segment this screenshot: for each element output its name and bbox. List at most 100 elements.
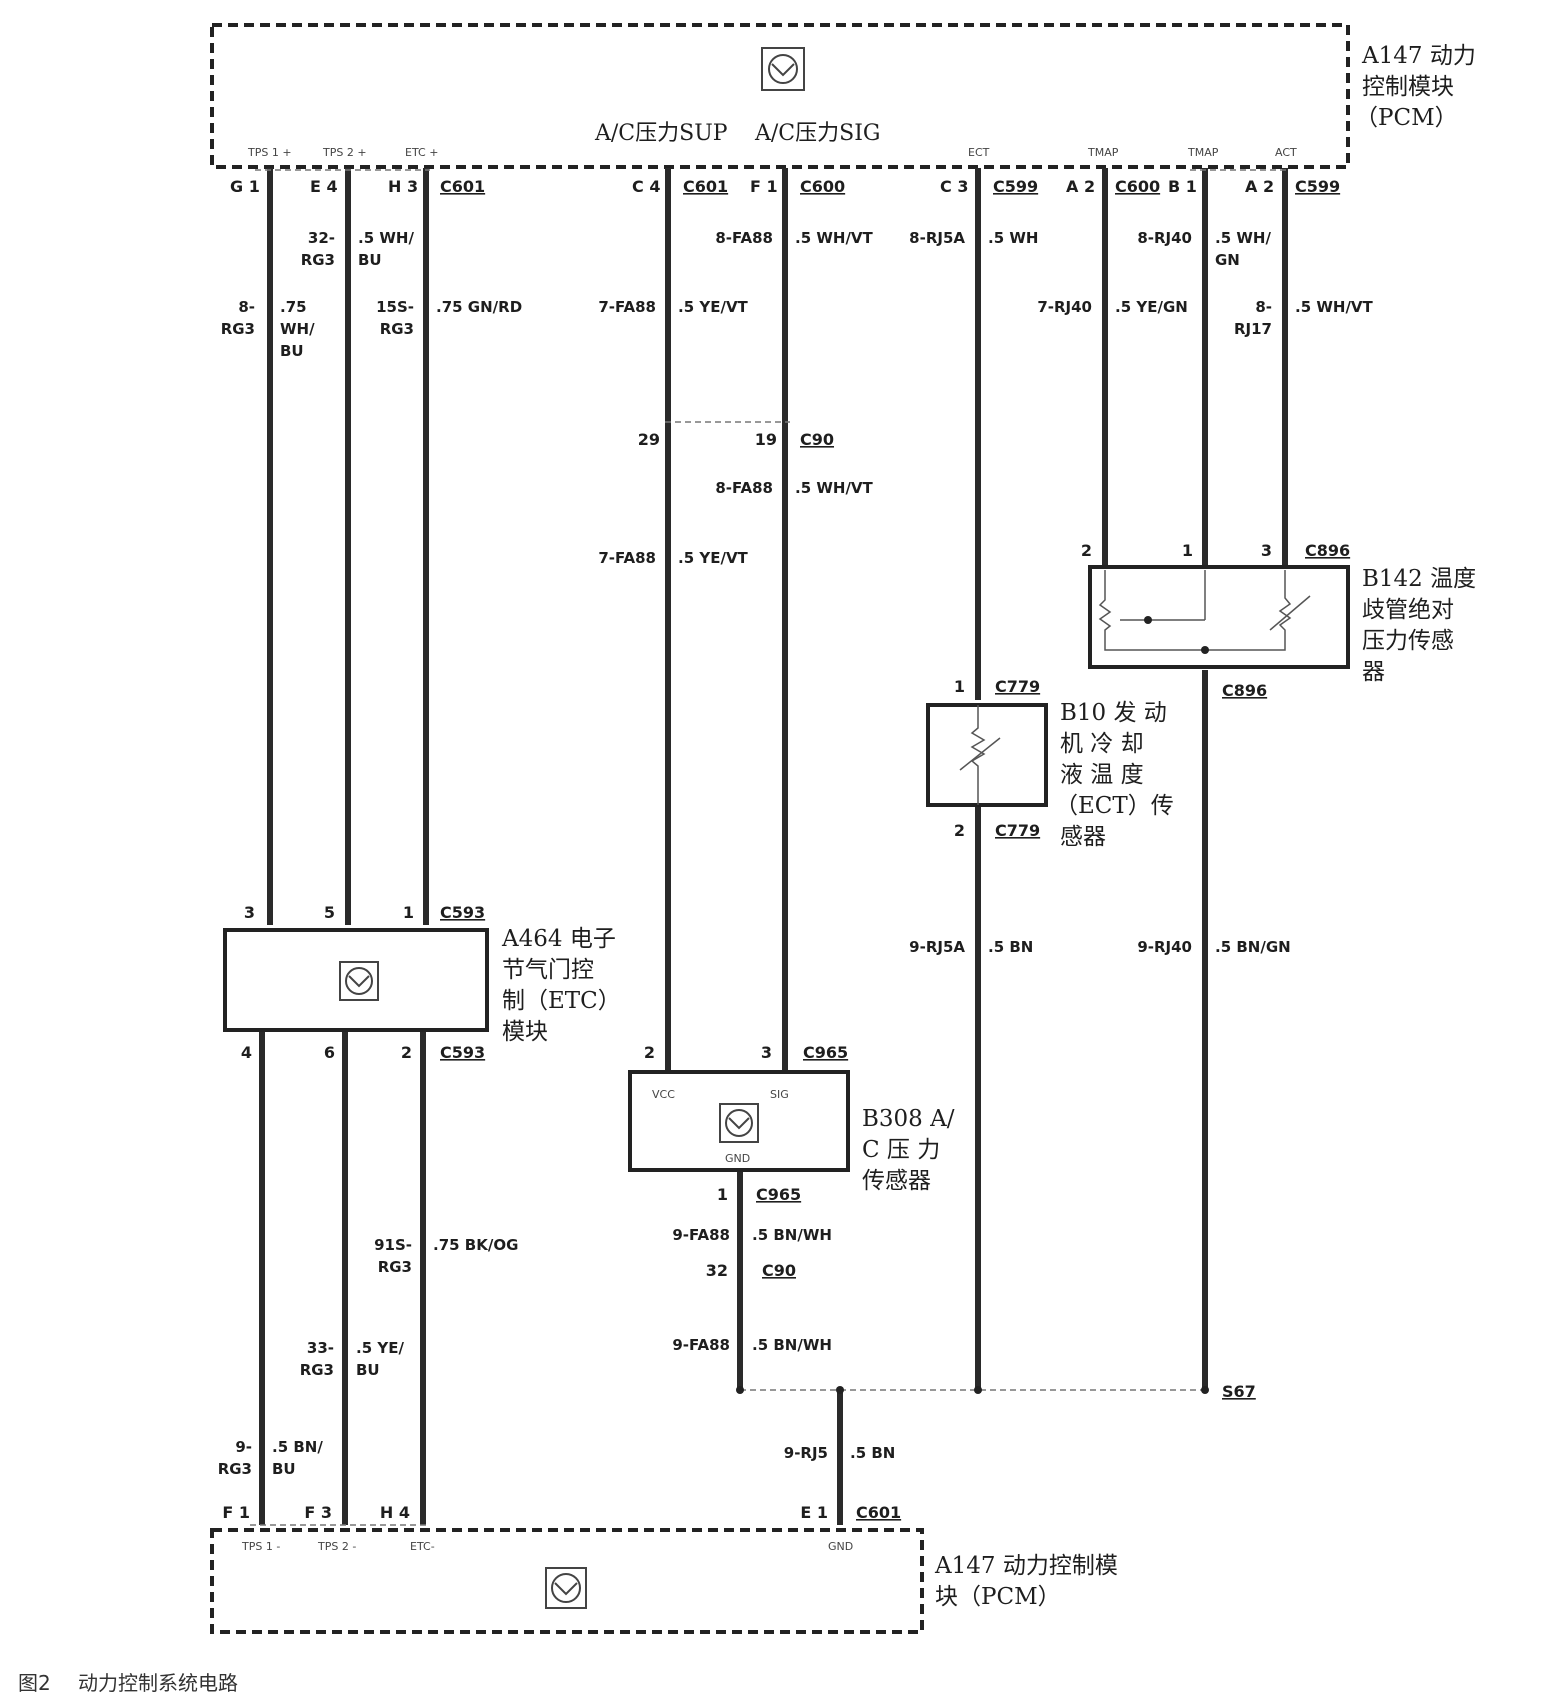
svg-text:B10 发 动: B10 发 动	[1060, 700, 1167, 726]
svg-text:控制模块: 控制模块	[1362, 74, 1454, 100]
svg-text:模块: 模块	[502, 1019, 548, 1045]
wire-spec-5-wh-vt: .5 WH/VT	[795, 479, 874, 497]
pin-1: 1	[1182, 541, 1193, 560]
pin-name-tps1-minus: TPS 1 -	[241, 1540, 280, 1553]
pin-name-gnd: GND	[725, 1152, 750, 1165]
pin-c3: C 3	[940, 177, 968, 196]
tmap-sensor-box	[1088, 565, 1350, 669]
pcm-bottom-title: A147 动力控制模 块（PCM）	[934, 1553, 1118, 1610]
figure-number: 图2	[18, 1671, 51, 1695]
svg-text:A464 电子: A464 电子	[501, 926, 616, 952]
pin-f1: F 1	[750, 177, 778, 196]
connector-c896: C896	[1222, 681, 1267, 700]
pin-c4: C 4	[632, 177, 660, 196]
wire-spec-5-wh-gn: .5 WH/GN	[1215, 229, 1271, 269]
connector-c90: C90	[800, 430, 834, 449]
svg-text:B308 A/: B308 A/	[862, 1106, 955, 1132]
svg-text:液 温 度: 液 温 度	[1060, 762, 1144, 788]
connector-c599: C599	[1295, 177, 1340, 196]
pcm-bottom-symbol-icon	[545, 1567, 587, 1609]
svg-text:C 压 力: C 压 力	[862, 1137, 940, 1163]
pin-h3: H 3	[388, 177, 418, 196]
wire-circuit-9-rj5: 9-RJ5	[784, 1444, 828, 1462]
pin-19: 19	[755, 430, 777, 449]
connector-c601: C601	[856, 1503, 901, 1522]
connector-c601: C601	[440, 177, 485, 196]
pin-5: 5	[324, 903, 335, 922]
svg-text:感器: 感器	[1060, 824, 1106, 850]
wire-spec-5-ye-bu: .5 YE/BU	[356, 1339, 404, 1379]
tmap-sensor-title: B142 温度 歧管绝对 压力传感 器	[1362, 566, 1476, 685]
etc-module-title: A464 电子 节气门控 制（ETC） 模块	[501, 926, 621, 1045]
wire-circuit-9-rg3: 9-RG3	[218, 1438, 252, 1478]
wire-spec-75-bk-og: .75 BK/OG	[433, 1236, 518, 1254]
pcm-top-symbol-icon	[761, 47, 805, 91]
pin-name-vcc: VCC	[652, 1088, 675, 1101]
pin-name-tps1-plus: TPS 1 +	[247, 146, 292, 159]
pin-name-sig: SIG	[770, 1088, 789, 1101]
connector-c779: C779	[995, 677, 1040, 696]
wire-circuit-15s-rg3: 15S-RG3	[376, 298, 414, 338]
svg-text:机 冷 却: 机 冷 却	[1060, 731, 1144, 757]
svg-text:块（PCM）: 块（PCM）	[935, 1584, 1061, 1610]
pin-name-tps2-plus: TPS 2 +	[322, 146, 367, 159]
svg-text:传感器: 传感器	[862, 1168, 931, 1194]
pin-1: 1	[403, 903, 414, 922]
wire-circuit-9-rj40: 9-RJ40	[1137, 938, 1192, 956]
wire-circuit-7-fa88: 7-FA88	[598, 549, 656, 567]
pin-name-etc-minus: ETC-	[410, 1540, 435, 1553]
pin-name-tmap-1: TMAP	[1087, 146, 1119, 159]
wire-spec-75-gn-rd: .75 GN/RD	[436, 298, 522, 316]
wire-spec-5-wh-vt: .5 WH/VT	[795, 229, 874, 247]
pin-3: 3	[1261, 541, 1272, 560]
etc-module-symbol-icon	[339, 961, 379, 1001]
connector-c965: C965	[756, 1185, 801, 1204]
pcm-top-title: A147 动力 控制模块 （PCM）	[1355, 43, 1476, 131]
ac-pressure-sensor-title: B308 A/ C 压 力 传感器	[862, 1106, 955, 1194]
splice-dot	[974, 1386, 982, 1394]
connector-c601: C601	[683, 177, 728, 196]
connector-c599: C599	[993, 177, 1038, 196]
wire-spec-5-bn-wh: .5 BN/WH	[752, 1226, 832, 1244]
connector-c600: C600	[800, 177, 845, 196]
pin-2: 2	[401, 1043, 412, 1062]
pin-6: 6	[324, 1043, 335, 1062]
wire-circuit-32-rg3: 32-RG3	[301, 229, 335, 269]
pin-f3: F 3	[304, 1503, 332, 1522]
pin-e1: E 1	[800, 1503, 828, 1522]
wire-spec-5-bn-gn: .5 BN/GN	[1215, 938, 1291, 956]
pin-2: 2	[644, 1043, 655, 1062]
pin-h4: H 4	[380, 1503, 410, 1522]
wire-circuit-7-fa88: 7-FA88	[598, 298, 656, 316]
wire-circuit-9-rj5a: 9-RJ5A	[909, 938, 965, 956]
wire-spec-5-bn: .5 BN	[988, 938, 1033, 956]
wire-spec-5-wh-bu: .5 WH/BU	[358, 229, 414, 269]
tmap-sensor-symbol-icon	[1098, 570, 1311, 654]
pin-4: 4	[241, 1043, 252, 1062]
connector-c896: C896	[1305, 541, 1350, 560]
pin-1: 1	[954, 677, 965, 696]
pin-g1: G 1	[230, 177, 260, 196]
svg-text:压力传感: 压力传感	[1362, 628, 1454, 654]
wire-circuit-33-rg3: 33-RG3	[300, 1339, 334, 1379]
svg-text:器: 器	[1362, 659, 1385, 685]
wire-spec-5-wh-vt: .5 WH/VT	[1295, 298, 1374, 316]
pin-a2: A 2	[1245, 177, 1274, 196]
wire-spec-5-bn-wh: .5 BN/WH	[752, 1336, 832, 1354]
wire-circuit-8-rj5a: 8-RJ5A	[909, 229, 965, 247]
connector-c779: C779	[995, 821, 1040, 840]
pin-2: 2	[954, 821, 965, 840]
wire-circuit-91s-rg3: 91S-RG3	[374, 1236, 412, 1276]
connector-c600: C600	[1115, 177, 1160, 196]
pin-32: 32	[706, 1261, 728, 1280]
svg-text:歧管绝对: 歧管绝对	[1362, 597, 1454, 623]
wire-circuit-8-rj40: 8-RJ40	[1137, 229, 1192, 247]
svg-text:节气门控: 节气门控	[502, 957, 594, 983]
wire-circuit-9-fa88: 9-FA88	[672, 1226, 730, 1244]
pin-2: 2	[1081, 541, 1092, 560]
connector-c965: C965	[803, 1043, 848, 1062]
pin-name-tps2-minus: TPS 2 -	[317, 1540, 356, 1553]
ect-sensor-title: B10 发 动 机 冷 却 液 温 度 （ECT）传 感器	[1055, 700, 1174, 850]
svg-text:A147 动力控制模: A147 动力控制模	[934, 1553, 1118, 1579]
